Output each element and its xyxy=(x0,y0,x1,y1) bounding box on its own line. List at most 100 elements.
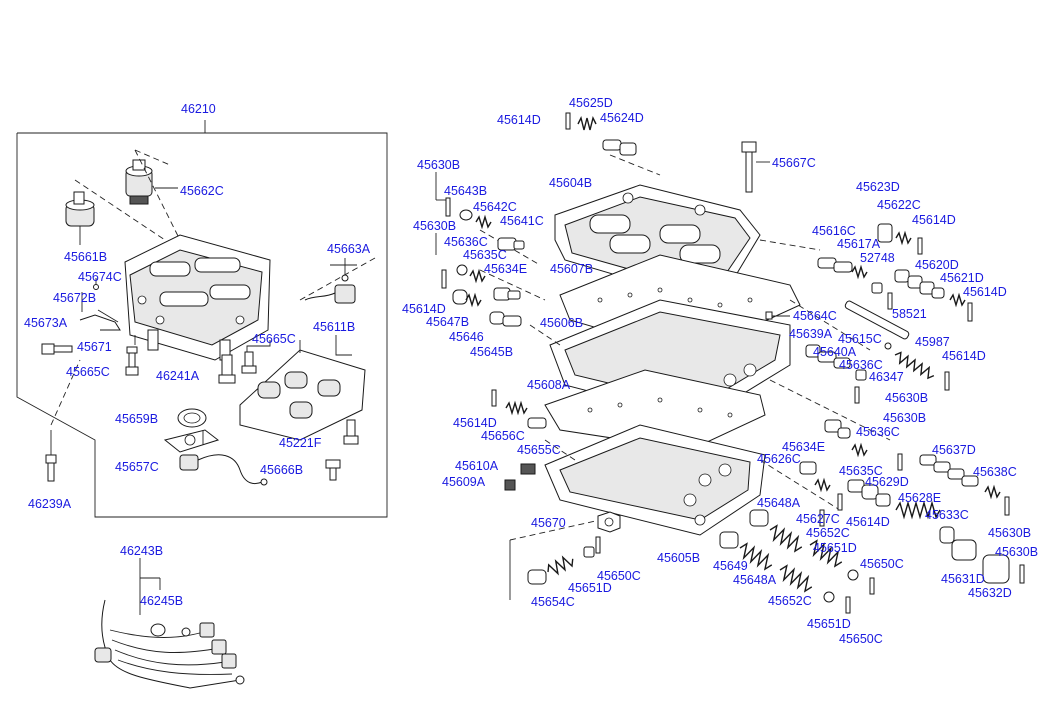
label-45648a-a: 45648A xyxy=(757,496,801,510)
label-45633c: 45633C xyxy=(925,508,969,522)
label-46347: 46347 xyxy=(869,370,904,384)
label-45659b: 45659B xyxy=(115,412,158,426)
bolt-45221f xyxy=(343,419,359,445)
label-46210: 46210 xyxy=(181,102,216,116)
small-parts xyxy=(435,112,1025,614)
gasket-45611b xyxy=(239,349,366,441)
label-45657c: 45657C xyxy=(115,460,159,474)
bolt-45667c xyxy=(741,141,770,193)
label-46243b: 46243B xyxy=(120,544,163,558)
bolt-46241a xyxy=(218,354,236,384)
label-45654c: 45654C xyxy=(531,595,575,609)
label-45604b: 45604B xyxy=(549,176,592,190)
label-45640a: 45640A xyxy=(813,345,857,359)
label-45628e: 45628E xyxy=(898,491,941,505)
solenoid-45662c xyxy=(125,159,178,205)
bolt-46239a xyxy=(45,430,57,482)
label-45636c-c: 45636C xyxy=(856,425,900,439)
label-45666b: 45666B xyxy=(260,463,303,477)
bolt-45671 xyxy=(41,343,73,355)
label-45645b: 45645B xyxy=(470,345,513,359)
label-45630b-c: 45630B xyxy=(885,391,928,405)
lower-body-45605b xyxy=(544,424,766,536)
label-45608a: 45608A xyxy=(527,378,571,392)
callout-labels: 46210 45662C 45661B 45674C 45672B 45673A… xyxy=(24,96,1038,646)
label-45626c: 45626C xyxy=(757,452,801,466)
label-45635c-a: 45635C xyxy=(463,248,507,262)
label-45621d: 45621D xyxy=(940,271,984,285)
label-46239a: 46239A xyxy=(28,497,72,511)
label-45629d: 45629D xyxy=(865,475,909,489)
label-45651d-b: 45651D xyxy=(568,581,612,595)
label-45638c: 45638C xyxy=(973,465,1017,479)
label-45614d-a: 45614D xyxy=(497,113,541,127)
guide-lines-right xyxy=(479,154,891,600)
label-45656c: 45656C xyxy=(481,429,525,443)
label-45662c: 45662C xyxy=(180,184,224,198)
bolt-45666b xyxy=(325,459,341,481)
label-45652c-a: 45652C xyxy=(806,526,850,540)
label-45649: 45649 xyxy=(713,559,748,573)
label-45987: 45987 xyxy=(915,335,950,349)
label-45651d-c: 45651D xyxy=(807,617,851,631)
pin-45674c xyxy=(93,284,99,290)
assembly-46210-group xyxy=(16,120,388,518)
wire-harness-46243b xyxy=(94,558,245,689)
label-45610a: 45610A xyxy=(455,459,499,473)
label-45620d: 45620D xyxy=(915,258,959,272)
bolt-45665c-b xyxy=(241,351,257,374)
label-45667c: 45667C xyxy=(772,156,816,170)
label-45639a: 45639A xyxy=(789,327,833,341)
label-46245b: 46245B xyxy=(140,594,183,608)
upper-valve-body-45604b xyxy=(554,184,761,286)
label-45642c: 45642C xyxy=(473,200,517,214)
label-45614d-f: 45614D xyxy=(453,416,497,430)
label-45650c-c: 45650C xyxy=(839,632,883,646)
bolt-45665c-a xyxy=(125,346,139,376)
label-45611b: 45611B xyxy=(313,320,355,334)
label-45635c-b: 45635C xyxy=(839,464,883,478)
label-45651d-a: 45651D xyxy=(813,541,857,555)
label-45616c: 45616C xyxy=(812,224,856,238)
label-45672b: 45672B xyxy=(53,291,96,305)
label-45614d-c: 45614D xyxy=(963,285,1007,299)
label-45665c-a: 45665C xyxy=(66,365,110,379)
label-45607b: 45607B xyxy=(550,262,593,276)
label-45632d: 45632D xyxy=(968,586,1012,600)
bracket-45672b xyxy=(79,314,121,331)
label-45650c-b: 45650C xyxy=(597,569,641,583)
label-45614d-d: 45614D xyxy=(402,302,446,316)
label-45634e-b: 45634E xyxy=(782,440,825,454)
label-45630b-e: 45630B xyxy=(988,526,1031,540)
label-45630b-a: 45630B xyxy=(417,158,460,172)
label-45646: 45646 xyxy=(449,330,484,344)
sensor-45657c xyxy=(163,429,268,486)
label-45614d-e: 45614D xyxy=(942,349,986,363)
solenoid-45661b xyxy=(65,191,95,245)
label-46241a: 46241A xyxy=(156,369,200,383)
label-45652c-b: 45652C xyxy=(768,594,812,608)
label-45634e-a: 45634E xyxy=(484,262,527,276)
label-45671: 45671 xyxy=(77,340,112,354)
label-45663a: 45663A xyxy=(327,242,371,256)
label-45655c: 45655C xyxy=(517,443,561,457)
label-45665c-b: 45665C xyxy=(252,332,296,346)
label-45606b: 45606B xyxy=(540,316,583,330)
label-45609a: 45609A xyxy=(442,475,486,489)
label-45643b: 45643B xyxy=(444,184,487,198)
valve-assembly-block xyxy=(124,234,271,361)
plate-45608a xyxy=(544,369,766,451)
label-45614d-b: 45614D xyxy=(912,213,956,227)
label-45627c: 45627C xyxy=(796,512,840,526)
label-45664c: 45664C xyxy=(793,309,837,323)
label-45631d: 45631D xyxy=(941,572,985,586)
label-45630b-f: 45630B xyxy=(995,545,1038,559)
label-45674c: 45674C xyxy=(78,270,122,284)
label-45636c-a: 45636C xyxy=(444,235,488,249)
label-45625d: 45625D xyxy=(569,96,613,110)
connector-45663a xyxy=(304,274,356,304)
label-45650c-a: 45650C xyxy=(860,557,904,571)
label-45614d-g: 45614D xyxy=(846,515,890,529)
label-45661b: 45661B xyxy=(64,250,107,264)
